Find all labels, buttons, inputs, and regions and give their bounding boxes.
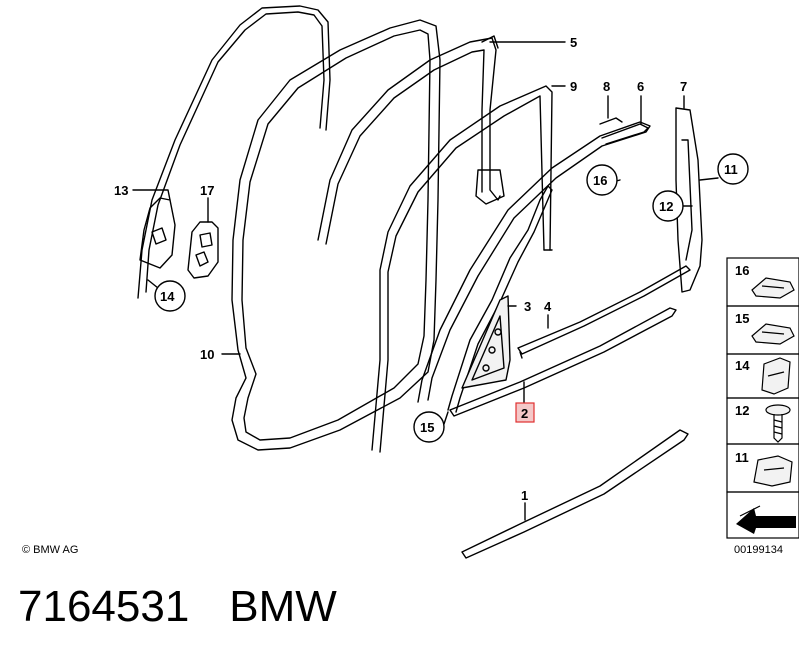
part-17-bracket (187, 221, 219, 279)
diagram-number: 00199134 (734, 544, 783, 556)
clip-14-icon (761, 357, 791, 395)
callout-circle-16 (586, 164, 618, 196)
legend-label-16: 16 (735, 263, 749, 278)
part-13-pillar-trim (137, 5, 331, 299)
clip-15-icon (751, 323, 795, 345)
label-2: 2 (521, 406, 528, 421)
copyright-text: © BMW AG (22, 544, 78, 556)
clip-16-icon (751, 277, 795, 299)
legend-label-15: 15 (735, 311, 749, 326)
legend-label-14: 14 (735, 358, 750, 373)
label-9: 9 (570, 79, 577, 94)
label-3: 3 (524, 299, 531, 314)
callout-circle-11 (717, 153, 749, 185)
label-14: 14 (160, 289, 175, 304)
label-4: 4 (544, 299, 552, 314)
hardware-legend (726, 257, 799, 539)
highlight-box-2 (515, 402, 535, 423)
brand-name: BMW (229, 582, 337, 631)
part-15-corner-trim (417, 121, 651, 413)
part-6-strip (601, 123, 649, 145)
label-17: 17 (200, 183, 214, 198)
clip-11-icon (753, 455, 793, 487)
part-caption: 7164531 BMW (18, 582, 337, 632)
label-12: 12 (659, 199, 673, 214)
arrow-icon (736, 505, 796, 534)
label-7: 7 (680, 79, 687, 94)
label-1: 1 (521, 488, 528, 503)
label-5: 5 (570, 35, 577, 50)
part-5-window-channel (317, 35, 505, 245)
label-6: 6 (637, 79, 644, 94)
screw-12-icon (765, 404, 791, 443)
part-9-window-trim (371, 85, 553, 453)
callout-circle-15 (413, 411, 445, 443)
part-10-door-seal (231, 19, 441, 451)
label-16: 16 (593, 173, 607, 188)
part-number: 7164531 (18, 582, 190, 631)
part-4-sill-strip (517, 265, 691, 359)
label-10: 10 (200, 347, 214, 362)
part-2-highlighted-strip (449, 307, 677, 417)
label-8: 8 (603, 79, 610, 94)
callout-circle-12 (652, 190, 684, 222)
part-8-strip (599, 117, 623, 125)
label-15: 15 (420, 420, 434, 435)
callout-circle-14 (154, 280, 186, 312)
label-11: 11 (724, 162, 738, 177)
label-13: 13 (114, 183, 128, 198)
part-3-triangle-panel (461, 295, 511, 389)
part-1-lower-sill (461, 429, 689, 559)
legend-label-12: 12 (735, 403, 749, 418)
legend-label-11: 11 (735, 450, 749, 465)
